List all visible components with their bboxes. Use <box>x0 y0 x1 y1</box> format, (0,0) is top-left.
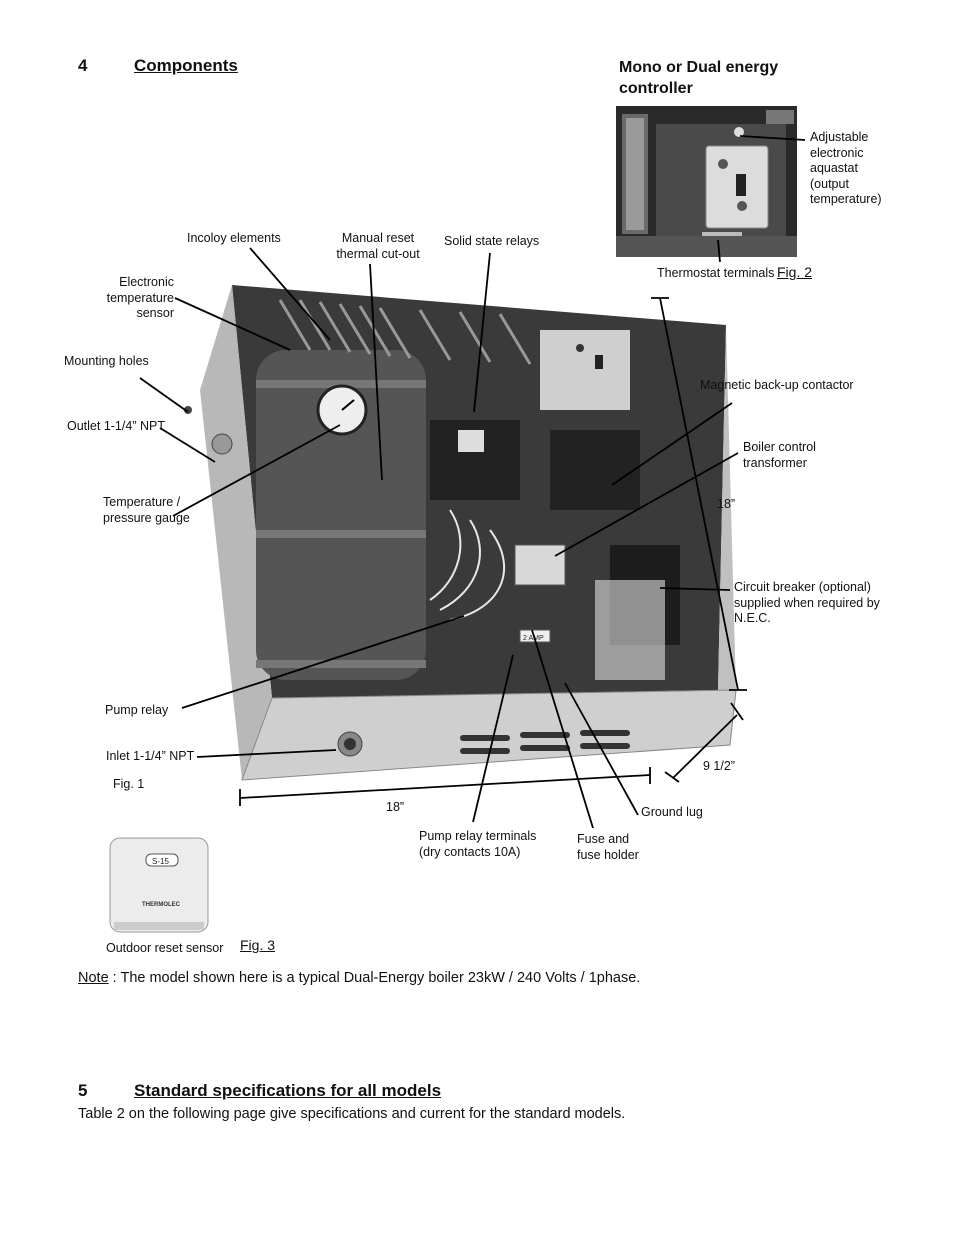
note: Note : The model shown here is a typical… <box>78 970 640 986</box>
pump-relay-label: Pump relay <box>105 703 169 717</box>
outlet-label: Outlet 1-1/4” NPT <box>67 419 165 433</box>
note-label: Note <box>78 970 109 986</box>
fig-2-label: Fig. 2 <box>777 264 813 280</box>
sensor-model-mark: S-15 <box>152 857 169 866</box>
fuse-mark: 2 AMP <box>523 635 544 642</box>
section-4-number: 4 <box>78 56 88 75</box>
incoloy-label: Incoloy elements <box>187 231 281 245</box>
section-5-title: Standard specifications for all models <box>134 1081 442 1100</box>
manual-reset-label: Manual reset thermal cut-out <box>336 231 420 261</box>
note-text: : The model shown here is a typical Dual… <box>108 970 641 986</box>
fig-3-label: Fig. 3 <box>240 937 276 953</box>
thermostat-terminals-label: Thermostat terminals <box>657 266 775 280</box>
controller-title: Mono or Dual energy controller <box>619 59 779 97</box>
section-4-heading: 4 Components <box>78 56 238 76</box>
section-5-heading: 5 Standard specifications for all models <box>78 1081 441 1101</box>
width-dimension-label: 18” <box>386 800 405 814</box>
controller-photo <box>616 106 797 257</box>
pump-relay-terminals-label: Pump relay terminals (dry contacts 10A) <box>419 829 537 859</box>
solid-state-relays-label: Solid state relays <box>444 234 540 248</box>
outdoor-sensor-label: Outdoor reset sensor <box>106 941 224 955</box>
section-4-title: Components <box>134 56 238 75</box>
magnetic-contactor-label: Magnetic back-up contactor <box>700 378 854 392</box>
outdoor-sensor-photo: S-15 THERMOLEC <box>109 837 209 933</box>
aquastat-label: Adjustable electronic aquastat (output t… <box>810 130 882 206</box>
depth-dimension-label: 9 1/2” <box>703 759 735 773</box>
boiler-photo: 2 AMP <box>184 285 737 781</box>
mounting-holes-label: Mounting holes <box>64 354 149 368</box>
fig-1-label: Fig. 1 <box>113 777 145 791</box>
temperature-sensor-label: Electronic temperature sensor <box>106 275 174 320</box>
circuit-breaker-label: Circuit breaker (optional) supplied when… <box>734 580 880 625</box>
inlet-label: Inlet 1-1/4” NPT <box>106 749 195 763</box>
gauge-label: Temperature / pressure gauge <box>103 495 190 525</box>
section-5-number: 5 <box>78 1081 88 1100</box>
sensor-brand-mark: THERMOLEC <box>142 902 181 908</box>
section-5-text: Table 2 on the following page give speci… <box>78 1106 626 1122</box>
control-transformer-label: Boiler control transformer <box>743 440 816 470</box>
ground-lug-label: Ground lug <box>641 805 703 819</box>
fuse-holder-label: Fuse and fuse holder <box>577 832 639 862</box>
height-dimension-label: 18” <box>717 497 736 511</box>
